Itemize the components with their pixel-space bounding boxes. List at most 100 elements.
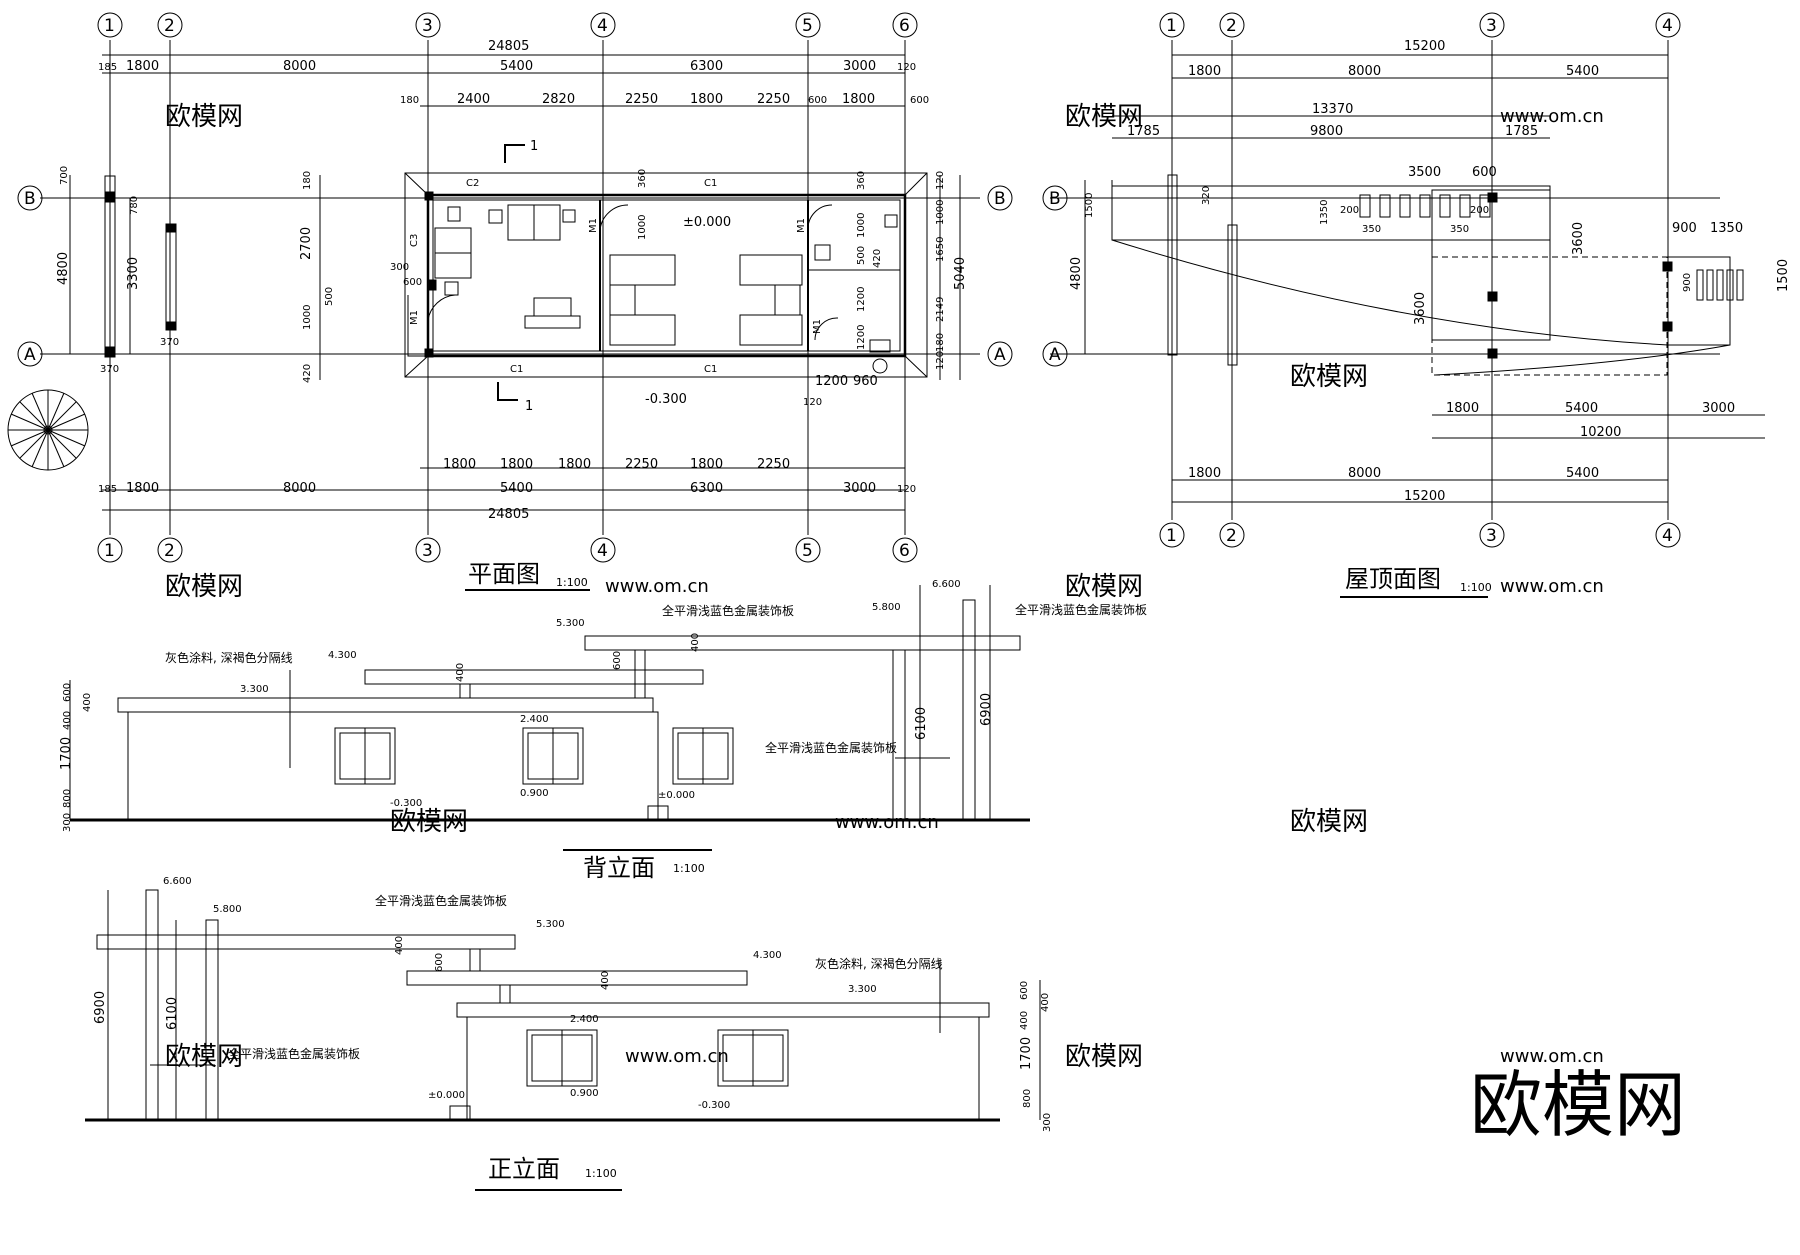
dim-label: 1200 (856, 287, 867, 312)
level-label: 4.300 (328, 650, 357, 661)
dim-label: 2149 (935, 297, 946, 322)
dim-label: 180 (935, 333, 946, 352)
dim-label: 4800 (1069, 257, 1084, 290)
floor-plan (7, 12, 1013, 591)
dim-label: 1650 (935, 237, 946, 262)
dim-label: 600 (434, 953, 445, 972)
grid-label: A (994, 345, 1006, 365)
level-label: 0.900 (520, 788, 549, 799)
dim-label: 5400 (500, 59, 533, 74)
dim-label: 400 (455, 663, 466, 682)
dim-label: 180 (400, 95, 419, 106)
grid-label: 3 (1486, 16, 1497, 36)
dim-label: 1800 (126, 481, 159, 496)
window-tag: C1 (704, 178, 717, 189)
dim-label: 500 (324, 287, 335, 306)
dim-label: 8000 (283, 59, 316, 74)
note-paint: 灰色涂料, 深褐色分隔线 (165, 650, 293, 665)
dim-label: 5400 (500, 481, 533, 496)
grid-label: 5 (802, 541, 813, 561)
dim-label: 350 (1450, 224, 1469, 235)
level-label: ±0.000 (683, 215, 731, 230)
dim-label: 4800 (56, 252, 71, 285)
dim-label: 1800 (1446, 401, 1479, 416)
dim-label: 1000 (856, 213, 867, 238)
dim-label: 3000 (843, 481, 876, 496)
watermarks: 欧模网 欧模网 欧模网 欧模网 欧模网 欧模网 欧模网 欧模网 欧模网 www.… (165, 102, 1604, 1072)
dim-label: 420 (872, 249, 883, 268)
dim-label: 6900 (979, 693, 994, 726)
dim-label: 300 (390, 262, 409, 273)
dim-label: 800 (62, 789, 73, 808)
grid-label: 6 (899, 16, 910, 36)
level-label: 2.400 (570, 1014, 599, 1025)
level-label: 6.600 (932, 579, 961, 590)
dim-label: 370 (160, 337, 179, 348)
watermark-text: 欧模网 (1065, 572, 1143, 602)
grid-label: 4 (597, 541, 608, 561)
dim-label: 200 (1340, 205, 1359, 216)
grid-label: B (24, 189, 36, 209)
grid-label: 3 (422, 16, 433, 36)
grid-label: 2 (1226, 526, 1237, 546)
level-label: -0.300 (698, 1100, 730, 1111)
dim-label: 400 (1040, 993, 1051, 1012)
note-panel: 全平滑浅蓝色金属装饰板 (375, 893, 507, 908)
dim-label: 1800 (1188, 64, 1221, 79)
dim-label: 1700 (59, 737, 74, 770)
watermark-text: 欧模网 (165, 572, 243, 602)
dim-label: 8000 (283, 481, 316, 496)
watermark-site: www.om.cn (1500, 1046, 1604, 1067)
dim-label: 1800 (126, 59, 159, 74)
dim-label: 1000 (637, 215, 648, 240)
dim-label: 6300 (690, 59, 723, 74)
grid-label: B (994, 189, 1006, 209)
dim-label: 1800 (1188, 466, 1221, 481)
dim-label: 9800 (1310, 124, 1343, 139)
level-label: 2.400 (520, 714, 549, 725)
grid-label: 3 (422, 541, 433, 561)
grid-label: B (1049, 189, 1061, 209)
dim-label: 120 (803, 397, 822, 408)
front-elevation-title: 正立面 (488, 1155, 560, 1183)
dim-label: 24805 (488, 39, 529, 54)
dim-label: 1785 (1127, 124, 1160, 139)
dim-label: 24805 (488, 507, 529, 522)
dim-label: 2250 (757, 457, 790, 472)
watermark-text: 欧模网 (1290, 807, 1368, 837)
grid-label: A (1049, 345, 1061, 365)
dim-label: 3600 (1571, 222, 1586, 255)
dim-label: 900 (1672, 221, 1697, 236)
dim-label: 6100 (914, 707, 929, 740)
watermark-site: www.om.cn (835, 812, 939, 833)
grid-label: 2 (164, 541, 175, 561)
dim-label: 600 (612, 651, 623, 670)
grid-label: 1 (1166, 526, 1177, 546)
back-elevation (69, 585, 1030, 851)
dim-label: 2820 (542, 92, 575, 107)
dim-label: 400 (600, 971, 611, 990)
dim-label: 370 (100, 364, 119, 375)
dim-label: 300 (1042, 1113, 1053, 1132)
dim-label: 120 (935, 351, 946, 370)
dim-label: 120 (897, 62, 916, 73)
dim-label: 1200 (856, 325, 867, 350)
roof-title: 屋顶面图 (1345, 565, 1441, 593)
grid-label: 2 (1226, 16, 1237, 36)
dim-label: 800 (1022, 1089, 1033, 1108)
level-label: ±0.000 (428, 1090, 465, 1101)
dim-label: 1700 (1019, 1037, 1034, 1070)
door-tag: M1 (588, 218, 599, 233)
dim-label: 400 (394, 936, 405, 955)
dim-label: 2250 (757, 92, 790, 107)
dim-label: 1800 (558, 457, 591, 472)
grid-label: 4 (1662, 526, 1673, 546)
grid-label: 1 (104, 16, 115, 36)
dim-label: 120 (897, 484, 916, 495)
window-tag: C1 (704, 364, 717, 375)
front-elevation-labels: 灰色涂料, 深褐色分隔线 全平滑浅蓝色金属装饰板 全平滑浅蓝色金属装饰板 6.6… (93, 876, 1053, 1132)
roof-grid-labels: 1 2 3 4 1 2 3 4 B A (1049, 16, 1673, 546)
level-label: 5.800 (872, 602, 901, 613)
dim-label: 400 (1019, 1011, 1030, 1030)
